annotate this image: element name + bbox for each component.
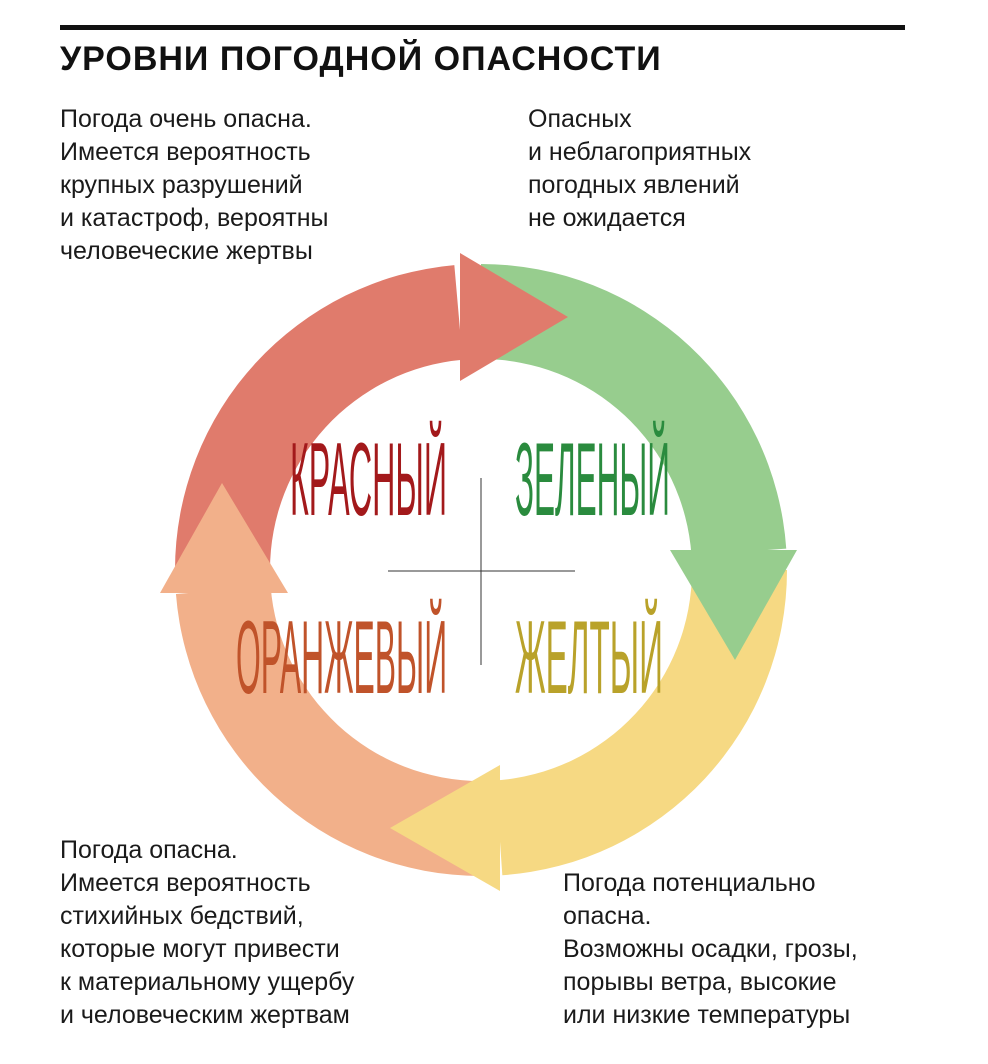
description-line: не ожидается [528, 204, 686, 232]
orange-arrow-band [175, 586, 481, 876]
label-red: КРАСНЫЙ [290, 422, 448, 538]
label-orange: ОРАНЖЕВЫЙ [236, 600, 448, 716]
orange-arrowhead [160, 483, 288, 593]
description-line: Погода потенциально [563, 869, 816, 897]
description-line: и неблагоприятных [528, 138, 752, 166]
description-line: Погода очень опасна. [60, 105, 312, 133]
green-arrow-band [481, 264, 787, 556]
orange-description: Погода опасна. Имеется вероятность стихи… [60, 834, 354, 1032]
description-line: порывы ветра, высокие [563, 968, 837, 996]
description-line: Имеется вероятность [60, 869, 311, 897]
yellow-arrow-band [495, 570, 787, 876]
yellow-arrowhead [390, 765, 500, 891]
top-rule [60, 25, 905, 30]
red-arrowhead [460, 253, 568, 381]
description-line: которые могут привести [60, 935, 340, 963]
description-line: или низкие температуры [563, 1001, 851, 1029]
description-line: человеческие жертвы [60, 237, 313, 265]
description-line: опасна. [563, 902, 652, 930]
description-line: Опасных [528, 105, 632, 133]
description-line: стихийных бедствий, [60, 902, 304, 930]
red-arrow-band [175, 265, 463, 570]
label-yellow: ЖЕЛТЫЙ [515, 600, 663, 716]
description-line: Имеется вероятность [60, 138, 311, 166]
page-title: УРОВНИ ПОГОДНОЙ ОПАСНОСТИ [60, 40, 662, 78]
label-green: ЗЕЛЕНЫЙ [515, 422, 670, 538]
description-line: Возможны осадки, грозы, [563, 935, 858, 963]
yellow-description: Погода потенциально опасна. Возможны оса… [563, 867, 858, 1032]
green-arrowhead [670, 550, 797, 660]
description-line: к материальному ущербу [60, 968, 355, 996]
green-description: Опасных и неблагоприятных погодных явлен… [528, 103, 751, 235]
description-line: и человеческим жертвам [60, 1001, 350, 1029]
description-line: погодных явлений [528, 171, 740, 199]
description-line: и катастроф, вероятны [60, 204, 329, 232]
red-description: Погода очень опасна. Имеется вероятность… [60, 103, 329, 268]
description-line: Погода опасна. [60, 836, 238, 864]
description-line: крупных разрушений [60, 171, 303, 199]
